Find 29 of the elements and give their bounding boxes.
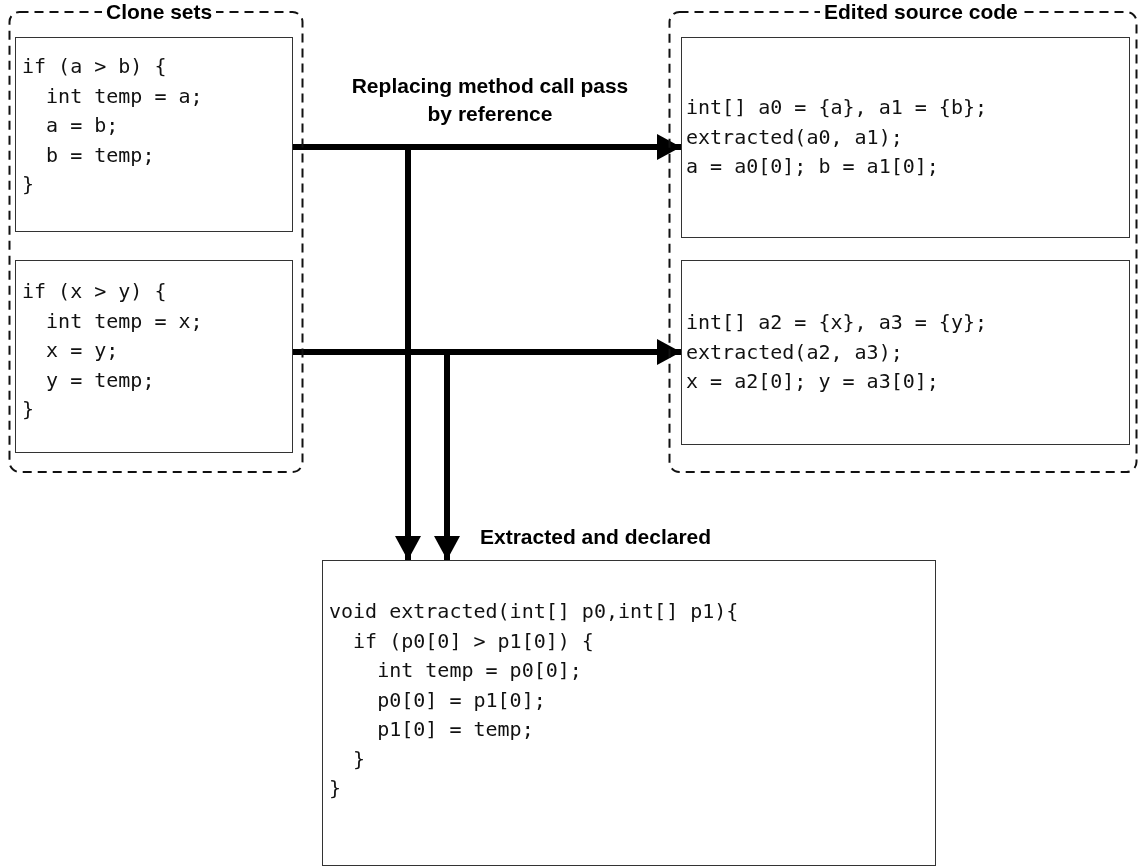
code-line: int temp = a;: [45, 82, 203, 110]
code-box: [681, 37, 1130, 238]
code-line: p0[0] = p1[0];: [376, 686, 546, 714]
code-line: p1[0] = temp;: [376, 716, 534, 743]
code-line: }: [22, 396, 35, 423]
code-box: [681, 260, 1130, 445]
code-line: }: [352, 745, 366, 773]
arrow: [293, 144, 421, 560]
code-line: extracted(a2, a3);: [686, 338, 903, 366]
code-line: int temp = x;: [45, 307, 203, 335]
code-box: [15, 37, 293, 232]
code-line: if (x > y) {: [22, 278, 167, 305]
code-line: x = a2[0]; y = a3[0];: [686, 368, 939, 396]
code-line: int temp = p0[0];: [376, 657, 582, 684]
code-line: int[] a0 = {a}, a1 = {b};: [686, 94, 988, 122]
code-line: int[] a2 = {x}, a3 = {y};: [686, 309, 988, 337]
arrow: [293, 349, 460, 560]
code-line: if (p0[0] > p1[0]) {: [352, 627, 594, 655]
code-line: a = b;: [45, 112, 119, 139]
code-line: void extracted(int[] p0,int[] p1){: [329, 598, 739, 625]
code-line: x = y;: [45, 337, 119, 364]
code-line: if (a > b) {: [22, 53, 167, 80]
code-line: b = temp;: [45, 141, 155, 169]
code-line: extracted(a0, a1);: [686, 123, 903, 151]
code-line: y = temp;: [45, 366, 155, 394]
code-line: }: [329, 775, 342, 802]
code-line: }: [22, 171, 35, 198]
code-box: [15, 260, 293, 453]
code-line: a = a0[0]; b = a1[0];: [686, 153, 939, 181]
